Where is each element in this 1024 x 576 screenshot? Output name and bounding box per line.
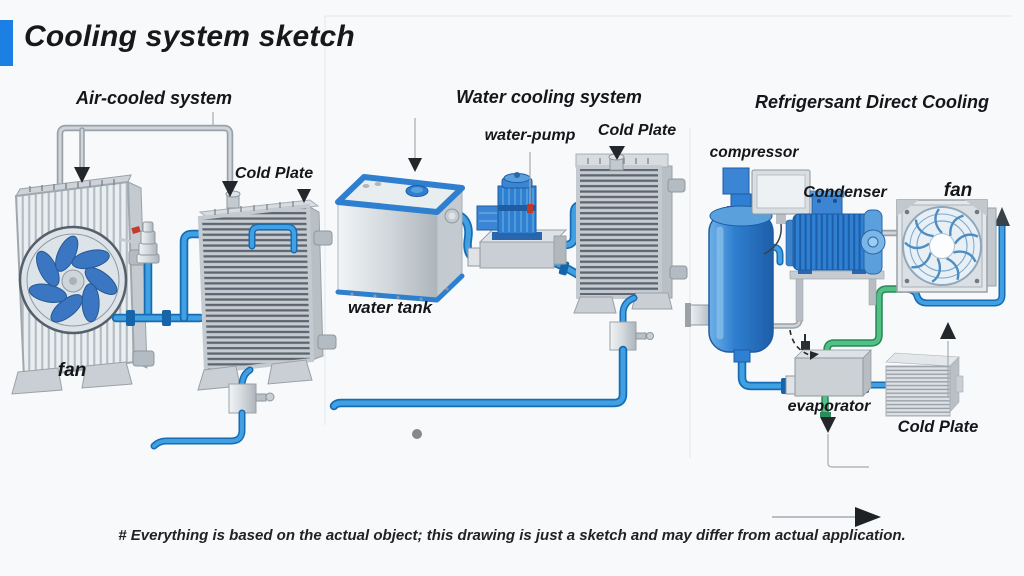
arrow-down-icon xyxy=(222,181,238,197)
label-cold-plate-water: Cold Plate xyxy=(597,122,677,139)
section-divider-lines xyxy=(324,15,1012,458)
water-pump-unit xyxy=(467,172,568,269)
air-valve xyxy=(131,221,160,264)
arrow-down-icon xyxy=(74,167,90,183)
compressor-unit xyxy=(685,167,811,363)
leader-tip xyxy=(527,204,533,213)
dashed-flow-line xyxy=(789,329,813,357)
label-evaporator: evaporator xyxy=(787,398,871,415)
air-coldplate-pipes xyxy=(150,223,298,450)
arrow-down-icon xyxy=(297,189,311,203)
arrow-up-icon xyxy=(820,417,836,433)
air-blue-pipes xyxy=(111,221,210,326)
label-compressor: compressor xyxy=(709,144,799,161)
arrow-down-icon xyxy=(408,158,422,172)
label-fan-air: fan xyxy=(57,360,87,381)
condenser-platform xyxy=(789,270,885,322)
water-tank xyxy=(335,174,465,303)
air-fan-blades xyxy=(18,225,128,335)
air-cooled-system xyxy=(11,112,337,450)
section-header-water: Water cooling system xyxy=(456,87,642,107)
evaporator-fan-green-pipe xyxy=(823,285,906,361)
evaporator-unit xyxy=(785,334,872,417)
title-accent-bar xyxy=(0,20,13,66)
leader-line xyxy=(827,434,869,468)
refrigerant-system xyxy=(685,167,1010,527)
refrigerant-cold-plate xyxy=(885,352,964,417)
arrow-up-icon xyxy=(994,207,1010,226)
label-cold-plate-air: Cold Plate xyxy=(234,165,314,182)
arrow-right-icon xyxy=(855,507,881,527)
water-cooling-system xyxy=(329,118,688,439)
arrow-down-icon xyxy=(609,146,625,160)
label-condenser: Condenser xyxy=(803,184,887,201)
fan-swirl-blades xyxy=(904,208,979,283)
air-cold-plate xyxy=(197,190,337,391)
label-water-pump: water-pump xyxy=(484,127,576,144)
refrigerant-fan-unit xyxy=(896,199,997,293)
condenser-unit xyxy=(785,190,886,275)
arrow-right-icon xyxy=(810,351,819,360)
page-title: Cooling system sketch xyxy=(24,20,355,53)
label-fan-refrigerant: fan xyxy=(943,180,973,201)
label-water-tank: water tank xyxy=(347,298,433,317)
section-header-air: Air-cooled system xyxy=(75,88,233,108)
water-return-pipe xyxy=(329,294,654,411)
sketch-dot xyxy=(412,429,422,439)
section-header-refrigerant: Refrigersant Direct Cooling xyxy=(754,92,990,112)
air-gray-pipe xyxy=(56,124,234,196)
water-cold-plate xyxy=(573,153,688,314)
air-fan-unit xyxy=(11,174,155,395)
label-cold-plate-refrigerant: Cold Plate xyxy=(897,418,979,436)
arrow-up-icon xyxy=(940,322,956,339)
footnote-caption: # Everything is based on the actual obje… xyxy=(118,527,906,544)
